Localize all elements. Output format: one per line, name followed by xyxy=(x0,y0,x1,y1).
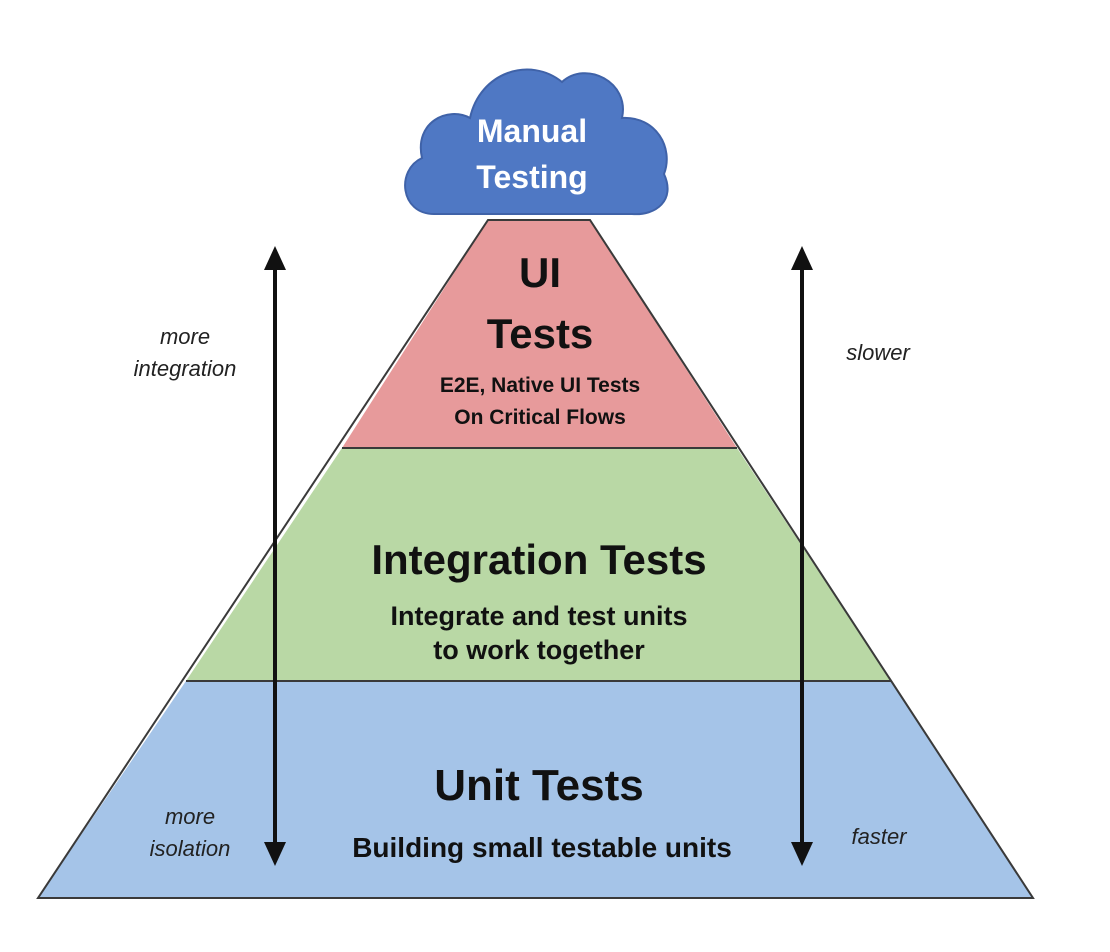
ui-tests-layer xyxy=(342,220,737,448)
pyramid-outline xyxy=(36,219,1035,899)
ui-tests-subtitle-line1: E2E, Native UI Tests xyxy=(440,374,640,397)
integration-tests-title: Integration Tests xyxy=(371,536,706,583)
left-bottom-label-line1: more xyxy=(165,804,215,829)
cloud-label-line1: Manual xyxy=(477,113,587,149)
integration-tests-subtitle-line1: Integrate and test units xyxy=(390,601,687,631)
left-arrow-up-head xyxy=(264,246,286,270)
right-top-label: slower xyxy=(846,340,911,365)
right-arrow-down-head xyxy=(791,842,813,866)
left-top-label-line1: more xyxy=(160,324,210,349)
left-arrow-down-head xyxy=(264,842,286,866)
left-double-arrow xyxy=(264,246,286,866)
unit-tests-subtitle: Building small testable units xyxy=(352,832,732,863)
cloud-label-line2: Testing xyxy=(476,159,587,195)
ui-tests-subtitle-line2: On Critical Flows xyxy=(454,406,626,429)
left-top-label-line2: integration xyxy=(134,356,237,381)
left-bottom-label-line2: isolation xyxy=(150,836,231,861)
right-bottom-label: faster xyxy=(851,824,908,849)
manual-testing-cloud: Manual Testing xyxy=(404,68,669,216)
integration-tests-layer xyxy=(186,448,891,681)
unit-tests-title: Unit Tests xyxy=(434,761,643,810)
cloud-icon xyxy=(404,68,669,216)
right-arrow-up-head xyxy=(791,246,813,270)
ui-tests-title-line1: UI xyxy=(519,249,561,296)
unit-tests-layer xyxy=(38,681,1033,898)
ui-tests-title-line2: Tests xyxy=(487,310,594,357)
integration-tests-subtitle-line2: to work together xyxy=(433,635,645,665)
right-double-arrow xyxy=(791,246,813,866)
